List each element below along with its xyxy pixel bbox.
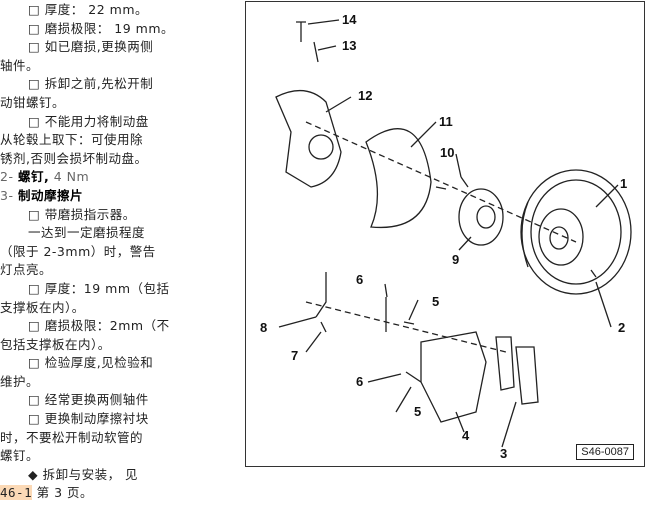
item-number: 3- — [0, 187, 14, 203]
callout-8: 8 — [260, 320, 267, 335]
callout-9: 9 — [452, 252, 459, 267]
item-name: 螺钉, — [17, 169, 50, 185]
callout-2: 2 — [618, 320, 625, 335]
callout-11: 11 — [439, 114, 453, 129]
text-line: 时，不要松开制动软管的 — [0, 429, 144, 445]
text-line: □ 磨损极限：2mm（不 — [28, 318, 170, 334]
text-line: □ 磨损极限： 19 mm。 — [28, 20, 174, 36]
text-line: □ 拆卸之前,先松开制 — [28, 76, 154, 92]
callout-7: 7 — [291, 348, 298, 363]
item-name: 制动摩擦片 — [17, 187, 83, 203]
text-line: □ 带磨损指示器。 — [28, 206, 136, 222]
figure-code: S46-0087 — [576, 444, 634, 460]
callout-12: 12 — [358, 88, 372, 103]
callout-10: 10 — [440, 145, 454, 160]
item-3: 3- 制动摩擦片 — [0, 187, 240, 206]
text-line: （限于 2-3mm）时，警告 — [0, 243, 156, 259]
callout-13: 13 — [342, 38, 356, 53]
page-link-row: 46-1 第 3 页。 — [0, 484, 240, 503]
callout-6b: 6 — [356, 374, 363, 389]
text-line: ◆ 拆卸与安装， 见 — [28, 466, 139, 482]
callout-5: 5 — [432, 294, 439, 309]
text-column: □ 厚度： 22 mm。 □ 磨损极限： 19 mm。 □ 如已磨损,更换两侧 … — [0, 1, 240, 503]
callout-3: 3 — [500, 446, 507, 461]
text-line: 螺钉。 — [0, 448, 40, 464]
exploded-diagram: 14 13 12 11 10 1 9 2 6 5 8 7 6 5 4 3 — [260, 12, 632, 461]
callout-5b: 5 — [414, 404, 421, 419]
text-line: □ 厚度：19 mm（包括 — [28, 280, 170, 296]
text-line: □ 经常更换两侧轴件 — [28, 392, 149, 408]
text-line: 一达到一定磨损程度 — [28, 225, 146, 241]
text-line: □ 检验厚度,见检验和 — [28, 355, 154, 371]
text-line: 从轮毂上取下：可使用除 — [0, 132, 144, 148]
section-link[interactable]: 46-1 — [0, 485, 33, 501]
torque: 4 Nm — [53, 169, 90, 185]
text-line: 支撑板在内）。 — [0, 299, 85, 315]
text-line: 第 3 页。 — [36, 485, 93, 501]
text-line: □ 更换制动摩擦衬块 — [28, 411, 149, 427]
callout-1: 1 — [620, 176, 627, 191]
text-line: □ 不能用力将制动盘 — [28, 113, 149, 129]
item-2: 2- 螺钉, 4 Nm — [0, 168, 240, 187]
callout-6: 6 — [356, 272, 363, 287]
text-line: 动钳螺钉。 — [0, 94, 66, 110]
callout-4: 4 — [462, 428, 470, 443]
text-line: 锈剂,否则会损坏制动盘。 — [0, 150, 148, 166]
callout-14: 14 — [342, 12, 357, 27]
text-line: 维护。 — [0, 373, 40, 389]
item-number: 2- — [0, 169, 14, 185]
text-line: 包括支撑板在内）。 — [0, 336, 111, 352]
text-line: □ 厚度： 22 mm。 — [28, 2, 148, 17]
text-line: □ 如已磨损,更换两侧 — [28, 39, 154, 55]
text-line: 轴件。 — [0, 57, 40, 73]
brake-assembly-figure: 14 13 12 11 10 1 9 2 6 5 8 7 6 5 4 3 S46… — [245, 1, 645, 467]
text-line: 灯点亮。 — [0, 262, 53, 278]
